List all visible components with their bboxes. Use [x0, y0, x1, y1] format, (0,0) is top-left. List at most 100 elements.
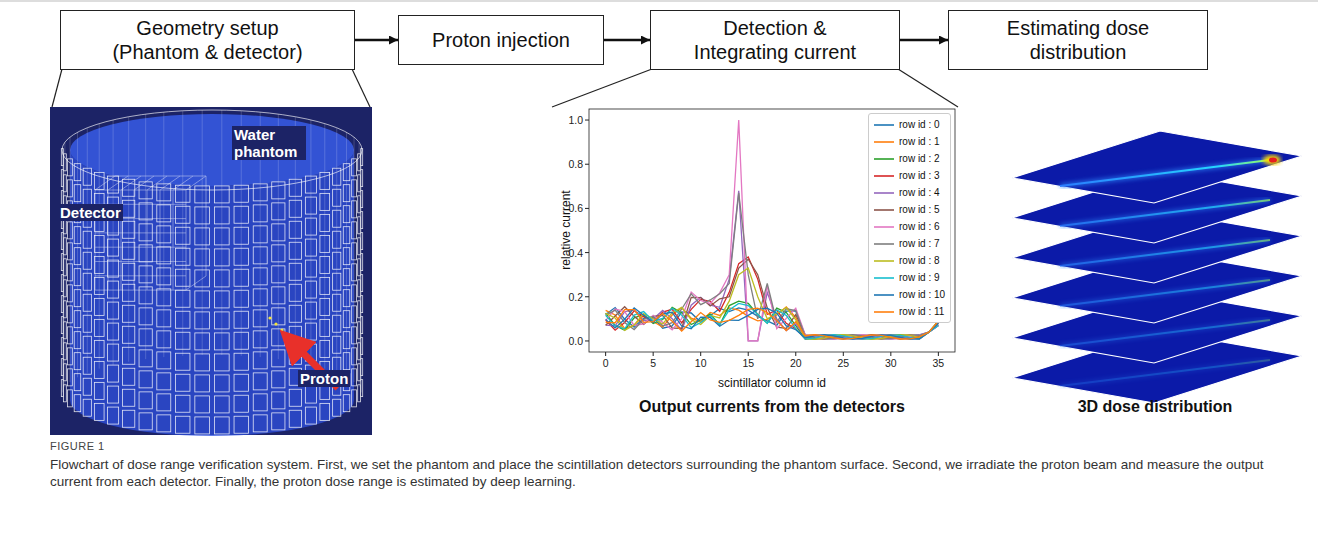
dose-slices [1012, 131, 1302, 403]
scintillator [195, 354, 210, 371]
legend-entry: row id : 7 [874, 235, 945, 252]
scintillator [234, 395, 248, 412]
legend-entry: row id : 9 [874, 269, 945, 286]
step-label: Estimating dose distribution [996, 16, 1161, 64]
dose-beam-glow [1060, 240, 1270, 266]
scintillator-back [163, 112, 164, 357]
legend-line [874, 175, 894, 177]
grid-line [95, 232, 186, 233]
dose-beam [1060, 200, 1270, 226]
water-phantom [70, 150, 354, 436]
legend-line [874, 277, 894, 279]
scintillator [94, 403, 104, 420]
part-label: Water phantom [232, 126, 306, 160]
scintillator [63, 385, 66, 402]
grid-line [134, 190, 135, 290]
part-label: Detector [58, 204, 123, 221]
y-tick [585, 120, 589, 121]
scintillator-back [202, 110, 203, 355]
legend-entry: row id : 11 [874, 303, 945, 320]
grid-line [108, 176, 128, 190]
scintillator [157, 394, 171, 411]
legend-label: row id : 0 [899, 116, 940, 133]
figure-number: FIGURE 1 [50, 440, 105, 452]
scintillator [139, 371, 152, 388]
legend-entry: row id : 10 [874, 286, 945, 303]
grid-line [95, 176, 115, 190]
flow-arrow [355, 39, 398, 42]
scintillator-back [145, 114, 146, 359]
y-tick [585, 252, 589, 253]
scintillator [108, 407, 119, 424]
legend-entry: row id : 2 [874, 150, 945, 167]
scintillator-back [310, 120, 311, 365]
grid-line [160, 176, 180, 190]
chart-legend: row id : 0row id : 1row id : 2row id : 3… [868, 113, 951, 323]
dose-beam [1060, 360, 1270, 386]
legend-line [874, 294, 894, 296]
dose-beam [1060, 240, 1270, 266]
axis-title: scintillator column id [718, 376, 826, 390]
scintillator [272, 392, 285, 409]
process-box: Detection & Integrating current [650, 10, 900, 70]
scintillator [176, 416, 190, 433]
scintillator [74, 395, 81, 412]
scintillator [157, 373, 171, 390]
scintillator [352, 390, 357, 407]
legend-label: row id : 4 [899, 184, 940, 201]
legend-label: row id : 9 [899, 269, 940, 286]
track-dot [274, 322, 277, 325]
grid-line [147, 190, 148, 290]
scintillator [214, 396, 229, 413]
legend-label: row id : 11 [899, 303, 944, 320]
bragg-peak [1269, 158, 1277, 163]
legend-line-sample [874, 171, 894, 181]
legend-label: row id : 1 [899, 133, 940, 150]
scintillator [123, 389, 135, 406]
scintillator-back [346, 132, 347, 377]
legend-line-sample [874, 256, 894, 266]
track-dot [268, 316, 271, 319]
legend-label: row id : 2 [899, 150, 940, 167]
scintillator [123, 368, 135, 385]
legend-line-sample [874, 239, 894, 249]
legend-line-sample [874, 290, 894, 300]
scintillator [272, 371, 285, 388]
grid-line [95, 290, 186, 291]
legend-line-sample [874, 120, 894, 130]
scintillator-back [221, 110, 222, 355]
scintillator [333, 399, 341, 416]
callout-line [352, 69, 370, 107]
scintillator [214, 417, 229, 434]
legend-line [874, 192, 894, 194]
scintillator [94, 382, 104, 399]
legend-line [874, 141, 894, 143]
current-chart [585, 109, 955, 356]
scintillator-back [64, 142, 65, 387]
legend-entry: row id : 6 [874, 218, 945, 235]
legend-line-sample [874, 205, 894, 215]
scintillator [234, 374, 248, 391]
part-label: Proton [298, 370, 350, 387]
scintillator-back [182, 111, 183, 356]
legend-label: row id : 7 [899, 235, 940, 252]
dose-beam-glow [1060, 200, 1270, 226]
scintillator [123, 410, 135, 427]
legend-line [874, 158, 894, 160]
scintillator [253, 394, 267, 411]
legend-line-sample [874, 137, 894, 147]
scintillator [320, 403, 330, 420]
separator-line [0, 1, 1318, 2]
legend-label: row id : 10 [899, 286, 945, 303]
scintillator [68, 390, 73, 407]
scintillator [83, 378, 91, 395]
grid-line [95, 275, 186, 276]
x-tick [843, 352, 844, 356]
scintillator-back [336, 128, 337, 373]
legend-label: row id : 5 [899, 201, 940, 218]
scintillator [108, 365, 119, 382]
dose-beam [1060, 280, 1270, 306]
legend-line-sample [874, 222, 894, 232]
legend-entry: row id : 3 [874, 167, 945, 184]
legend-line [874, 226, 894, 228]
